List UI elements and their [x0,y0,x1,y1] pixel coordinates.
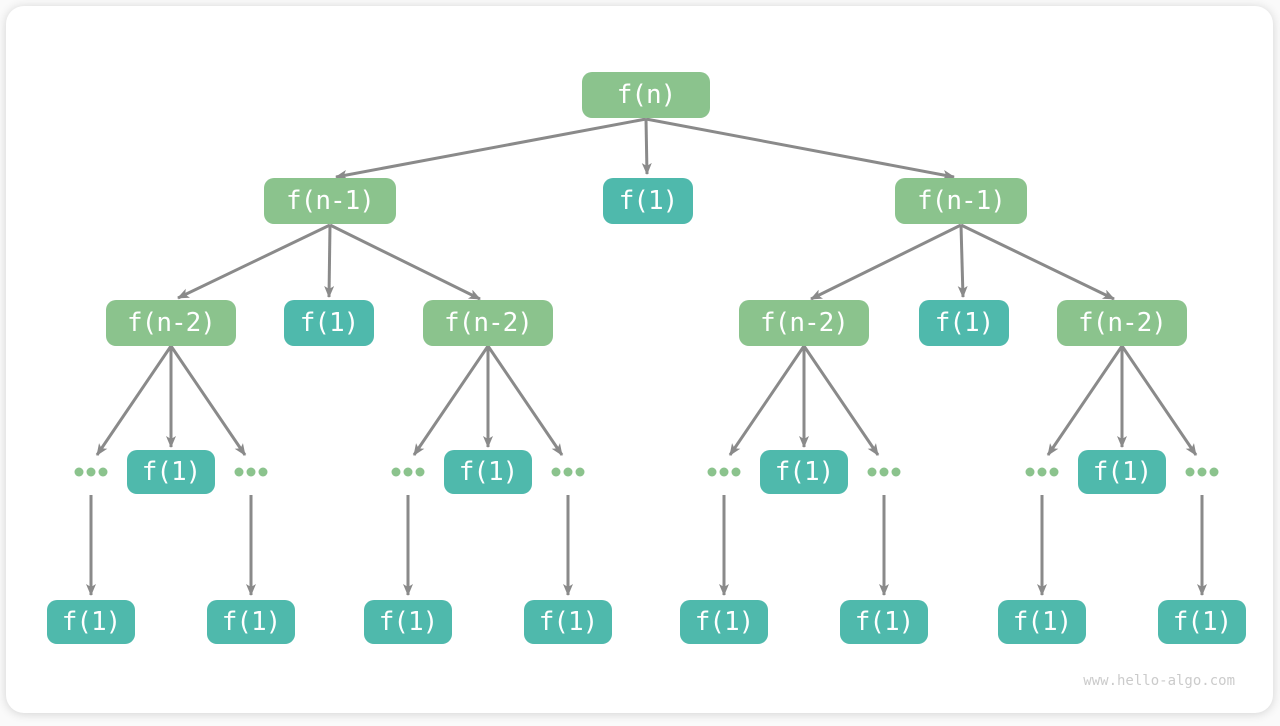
watermark: www.hello-algo.com [1083,673,1235,689]
tree-node: f(n-1) [895,178,1027,224]
dot [391,467,401,477]
tree-node: f(1) [127,450,215,494]
tree-node: f(n-2) [106,300,236,346]
dot [731,467,741,477]
dot [1049,467,1059,477]
ellipsis-dots [1025,467,1059,477]
nodes-layer: f(n) f(n-1) f(1) f(n-1) f(n-2) f(1) f(n-2) f(n-… [6,6,1280,726]
dot [234,467,244,477]
tree-node: f(n-2) [739,300,869,346]
tree-node: f(1) [47,600,135,644]
ellipsis-dots [551,467,585,477]
tree-node: f(n) [582,72,710,118]
ellipsis-dots [234,467,268,477]
dot [258,467,268,477]
dot [879,467,889,477]
tree-node: f(1) [760,450,848,494]
dot [707,467,717,477]
dot [1185,467,1195,477]
dot [891,467,901,477]
dot [1197,467,1207,477]
dot [98,467,108,477]
ellipsis-dots [867,467,901,477]
tree-node: f(1) [603,178,693,224]
tree-node: f(1) [444,450,532,494]
tree-node: f(1) [284,300,374,346]
ellipsis-dots [707,467,741,477]
ellipsis-dots [74,467,108,477]
tree-node: f(1) [998,600,1086,644]
tree-node: f(1) [207,600,295,644]
dot [415,467,425,477]
diagram-card: f(n) f(n-1) f(1) f(n-1) f(n-2) f(1) f(n-2) f(n-… [6,6,1273,713]
dot [86,467,96,477]
dot [403,467,413,477]
tree-node: f(1) [680,600,768,644]
dot [563,467,573,477]
ellipsis-dots [1185,467,1219,477]
dot [575,467,585,477]
dot [1209,467,1219,477]
dot [551,467,561,477]
tree-node: f(1) [364,600,452,644]
tree-node: f(1) [919,300,1009,346]
dot [867,467,877,477]
dot [74,467,84,477]
tree-node: f(1) [840,600,928,644]
tree-node: f(1) [1158,600,1246,644]
tree-node: f(n-1) [264,178,396,224]
tree-node: f(1) [1078,450,1166,494]
ellipsis-dots [391,467,425,477]
tree-node: f(n-2) [1057,300,1187,346]
dot [719,467,729,477]
dot [246,467,256,477]
dot [1037,467,1047,477]
dot [1025,467,1035,477]
tree-node: f(n-2) [423,300,553,346]
tree-node: f(1) [524,600,612,644]
